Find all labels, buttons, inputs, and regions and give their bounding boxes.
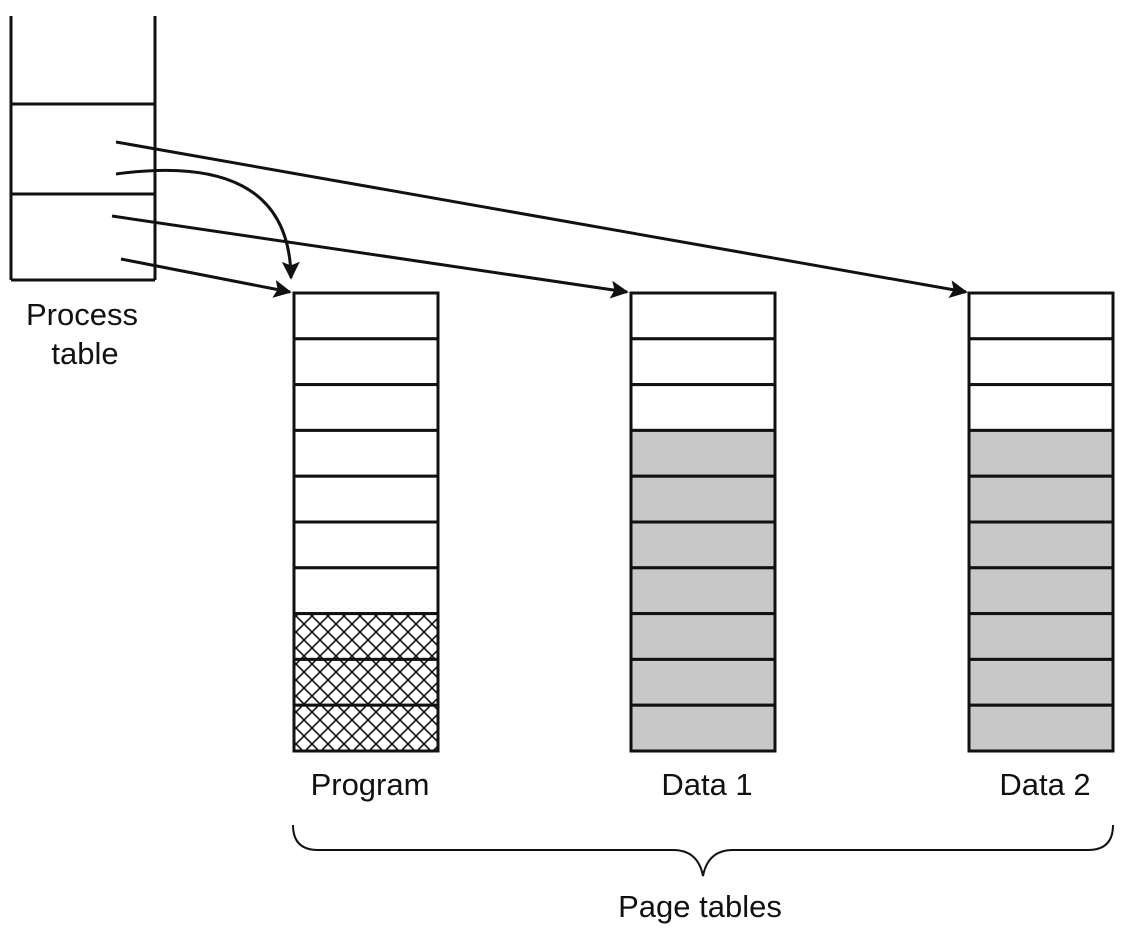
page-table-entry <box>967 428 1115 478</box>
page-table-entry <box>292 566 440 616</box>
arrow-to-data-2 <box>115 140 968 299</box>
page-table-data-1: Data 1 <box>629 291 777 802</box>
page-table-data-2: Data 2 <box>967 291 1115 802</box>
page-table-entry <box>292 612 440 661</box>
page-table-entry <box>967 291 1115 341</box>
page-table-entry <box>629 520 777 570</box>
page-table-entry <box>967 703 1115 753</box>
page-table-entry <box>967 520 1115 570</box>
process-table-label-line1: Process <box>26 297 138 332</box>
arrow-to-program <box>120 257 292 298</box>
page-table-label-data-1: Data 1 <box>661 767 752 802</box>
page-table-entry <box>629 703 777 753</box>
page-table-entry <box>967 612 1115 661</box>
process-table-label-line2: table <box>51 336 118 371</box>
pointer-arrows <box>111 140 968 299</box>
page-tables-label: Page tables <box>618 889 782 924</box>
page-table-entry <box>292 703 440 753</box>
page-table-entry <box>629 291 777 341</box>
page-table-entry <box>292 520 440 570</box>
page-table-entry <box>292 383 440 432</box>
page-table-entry <box>629 657 777 707</box>
page-tables-brace <box>292 824 1114 877</box>
page-table-entry <box>967 383 1115 432</box>
page-table-entry <box>967 337 1115 387</box>
page-table-entry <box>629 612 777 661</box>
page-table-entry <box>629 428 777 478</box>
page-tables-group: Program Data 1 Data 2 <box>292 291 1115 802</box>
page-table-entry <box>967 566 1115 616</box>
arrow-to-data-1 <box>111 214 629 299</box>
page-table-entry <box>967 657 1115 707</box>
process-table <box>9 16 157 282</box>
page-table-program: Program <box>292 291 440 802</box>
page-table-entry <box>967 474 1115 524</box>
page-table-entry <box>292 474 440 524</box>
page-table-entry <box>292 291 440 341</box>
page-table-entry <box>292 657 440 707</box>
page-table-entry <box>629 383 777 432</box>
page-table-label-data-2: Data 2 <box>999 767 1090 802</box>
page-table-entry <box>629 566 777 616</box>
page-table-entry <box>292 337 440 387</box>
arrow-to-program-curved <box>115 168 300 280</box>
page-table-entry <box>629 474 777 524</box>
page-table-entry <box>292 428 440 478</box>
page-table-entry <box>629 337 777 387</box>
page-table-label-program: Program <box>311 767 430 802</box>
